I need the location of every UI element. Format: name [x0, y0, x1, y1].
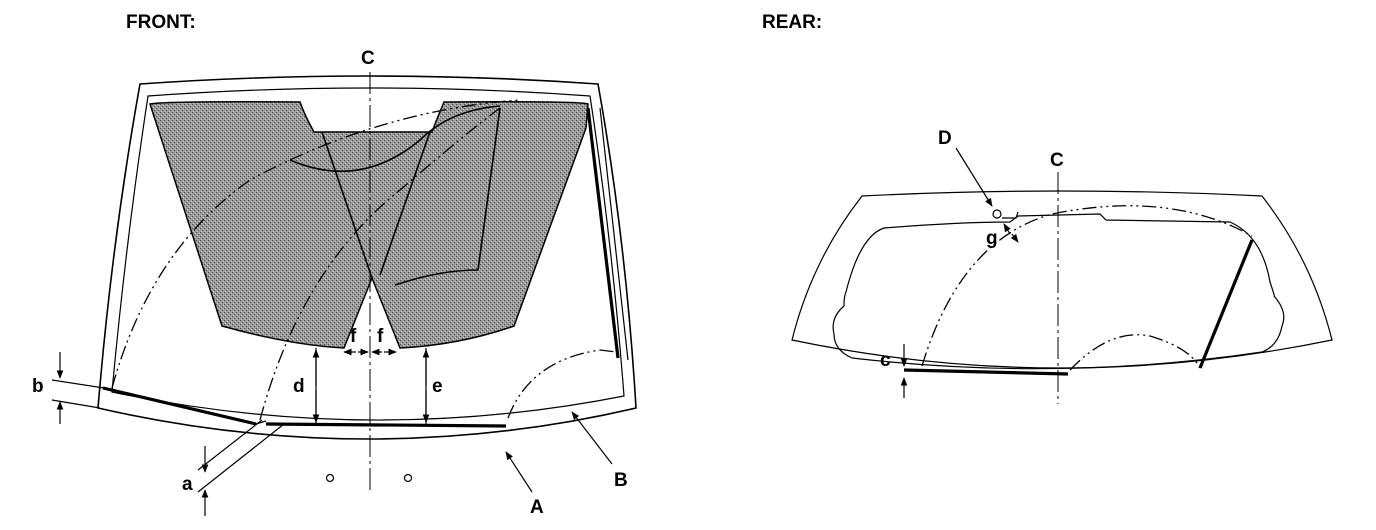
- front-right-blade-edge: [599, 107, 629, 361]
- rear-blade-sweep-end: [1198, 239, 1254, 369]
- front-blade-sweep-4: [477, 107, 501, 271]
- rear-glass-outer: [791, 190, 1333, 369]
- rear-heading: REAR:: [762, 12, 822, 33]
- dim-b-label: b: [32, 376, 44, 397]
- front-heading: FRONT:: [126, 12, 196, 33]
- dimension-d: d: [293, 348, 320, 424]
- dimension-g: g: [986, 223, 1019, 249]
- dimension-f: f f: [343, 326, 397, 356]
- callout-d-label: D: [938, 128, 952, 149]
- dimension-b: b: [32, 352, 105, 424]
- rear-window: [791, 190, 1333, 376]
- dimension-e: e: [422, 348, 443, 424]
- front-blade-sweep-1: [321, 131, 373, 279]
- front-right-blade: [586, 107, 620, 359]
- callout-b: B: [571, 411, 628, 491]
- front-glass-inner: [111, 87, 625, 421]
- front-wiped-area: [149, 101, 589, 349]
- front-windshield: [97, 75, 637, 483]
- rear-reference-point: [992, 209, 1002, 219]
- rear-glass-inner: [832, 213, 1285, 370]
- dim-e-label: e: [432, 376, 443, 397]
- front-blade-sweep-3: [289, 105, 501, 173]
- front-left-sweep-arc: [111, 99, 521, 389]
- front-left-blade-park: [102, 386, 257, 426]
- rear-sweep-arc: [921, 205, 1253, 367]
- front-center-label: C: [361, 48, 375, 69]
- dim-a-label: a: [182, 474, 193, 495]
- rear-blade-park: [903, 368, 1069, 376]
- dim-c-label: c: [880, 350, 891, 371]
- callout-a: A: [505, 451, 544, 518]
- dim-f-left-label: f: [350, 326, 357, 347]
- dimension-c: c: [880, 344, 908, 398]
- front-blade-sweep-5: [394, 269, 479, 286]
- callout-d: D: [938, 128, 993, 207]
- rear-lower-arc: [1069, 334, 1201, 371]
- front-blade-sweep-2: [379, 131, 431, 276]
- front-washer-nozzle-left: [325, 473, 335, 483]
- dim-f-right-label: f: [377, 326, 384, 347]
- front-glass-outer: [97, 75, 637, 440]
- front-center-blade-park: [265, 422, 507, 428]
- callout-a-label: A: [530, 497, 544, 518]
- rear-center-label: C: [1050, 150, 1064, 171]
- front-washer-nozzle-right: [403, 473, 413, 483]
- dim-d-label: d: [293, 376, 305, 397]
- dim-g-label: g: [986, 228, 998, 249]
- front-right-sweep-arc: [507, 349, 617, 419]
- front-inner-sweep-arc: [259, 107, 501, 421]
- rear-reference-step: [1002, 211, 1019, 219]
- callout-b-label: B: [614, 470, 628, 491]
- dimension-a: a: [182, 419, 285, 516]
